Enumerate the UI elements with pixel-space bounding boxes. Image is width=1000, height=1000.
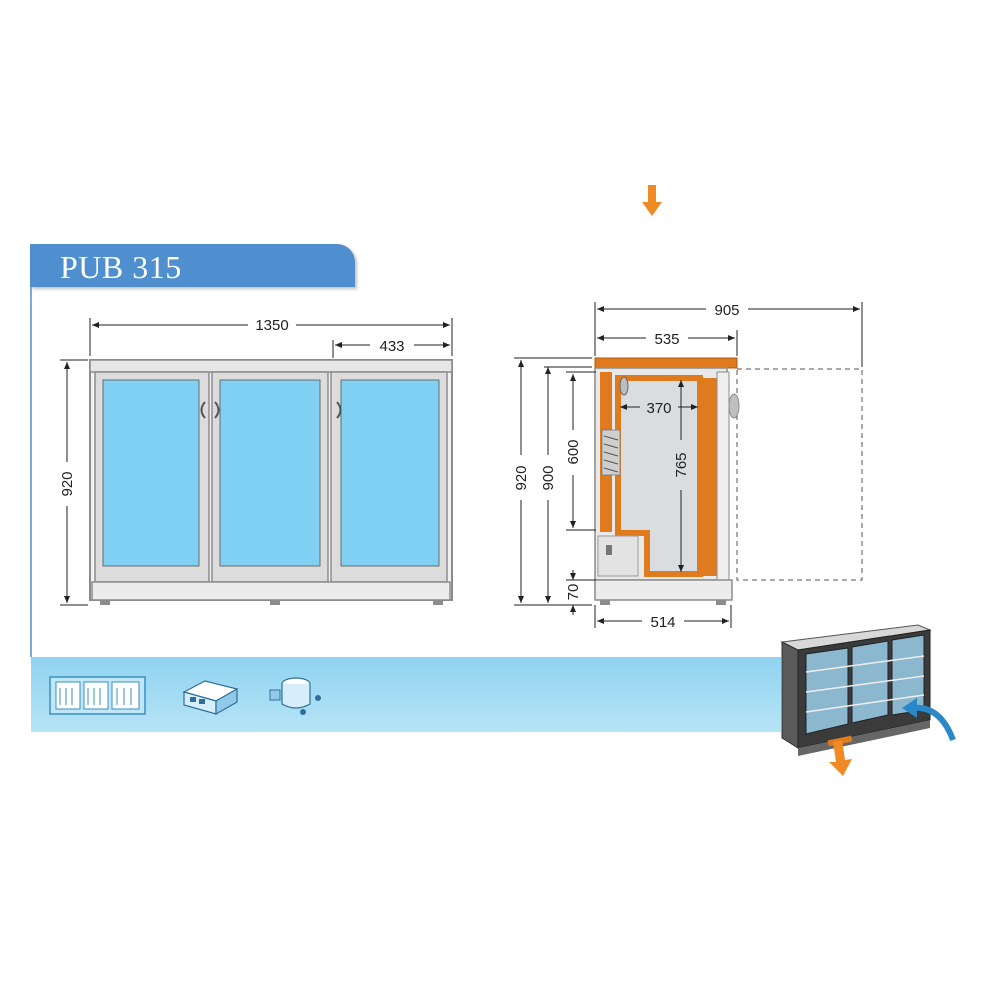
inner-cavity	[615, 375, 703, 577]
door-middle	[211, 371, 329, 583]
door-insulation	[703, 378, 717, 576]
dim-side-total-depth: 905	[714, 302, 739, 319]
down-arrow-icon	[829, 740, 852, 776]
dim-side-top-depth: 535	[654, 331, 679, 348]
cabinet-top	[89, 359, 453, 373]
front-view: 1350 433 920	[59, 317, 453, 606]
door-handle-side	[728, 393, 740, 419]
compressor-icon	[269, 677, 321, 715]
dim-base-height: 70	[565, 584, 582, 601]
compressor-bay	[597, 535, 639, 577]
refrigerator-shelves-icon	[49, 676, 146, 715]
dim-side-height-body: 900	[540, 465, 557, 490]
control-unit-icon	[182, 680, 239, 716]
feature-strip	[31, 657, 781, 732]
fan-icon	[619, 376, 629, 396]
down-arrow-icon	[642, 185, 662, 216]
side-base	[594, 579, 733, 601]
cabinet-base	[91, 581, 451, 601]
side-view: 905 535 370 765 920 900	[513, 302, 863, 631]
dim-inner-height: 765	[673, 452, 690, 477]
door-glass-edge	[716, 371, 730, 581]
door-handle-left	[200, 401, 206, 419]
door-handle-right	[336, 401, 342, 419]
door-left	[94, 371, 210, 583]
dim-front-width: 1350	[255, 317, 288, 334]
door-handle-center	[214, 401, 220, 419]
dim-front-height: 920	[59, 471, 76, 496]
airflow-arrow-icon	[902, 698, 956, 742]
page-title: PUB 315	[60, 249, 182, 285]
dim-side-height-total: 920	[513, 465, 530, 490]
door-swing-outline	[736, 368, 863, 581]
dim-inner-depth: 370	[646, 400, 671, 417]
door-right	[330, 371, 448, 583]
title-banner: PUB 315	[30, 244, 355, 287]
evaporator-coil	[601, 429, 621, 476]
dim-door-width: 433	[379, 338, 404, 355]
dim-inner-shelf-height: 600	[565, 439, 582, 464]
dim-base-depth: 514	[650, 614, 675, 631]
product-perspective-image	[780, 624, 932, 756]
side-worktop	[594, 357, 738, 369]
